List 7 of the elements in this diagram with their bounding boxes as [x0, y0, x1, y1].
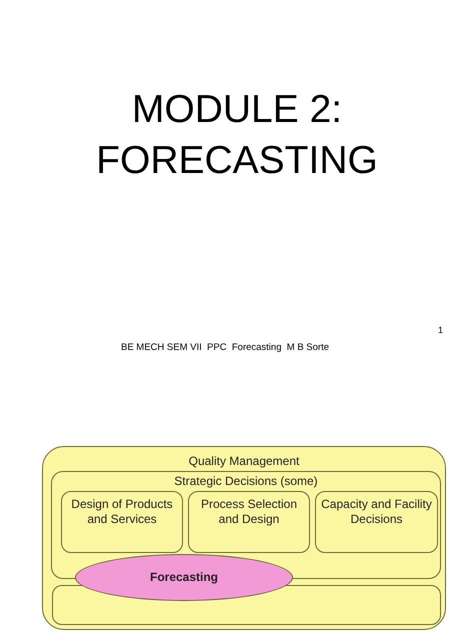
process-box: Design of Products and Services: [61, 491, 183, 553]
page-number: 1: [438, 325, 444, 335]
title: MODULE 2: FORECASTING: [95, 87, 379, 184]
process-box: Process Selection and Design: [188, 491, 310, 553]
footer-text: BE MECH SEM VII PPC Forecasting M B Sorte: [121, 342, 330, 353]
process-box: Capacity and Facility Decisions: [315, 491, 438, 553]
group-panel: Quality Management Strategic Decisions (some) Design of Products and Services Process Selection and Design Capacity and Facility Decisions Forecasting: [42, 446, 446, 630]
